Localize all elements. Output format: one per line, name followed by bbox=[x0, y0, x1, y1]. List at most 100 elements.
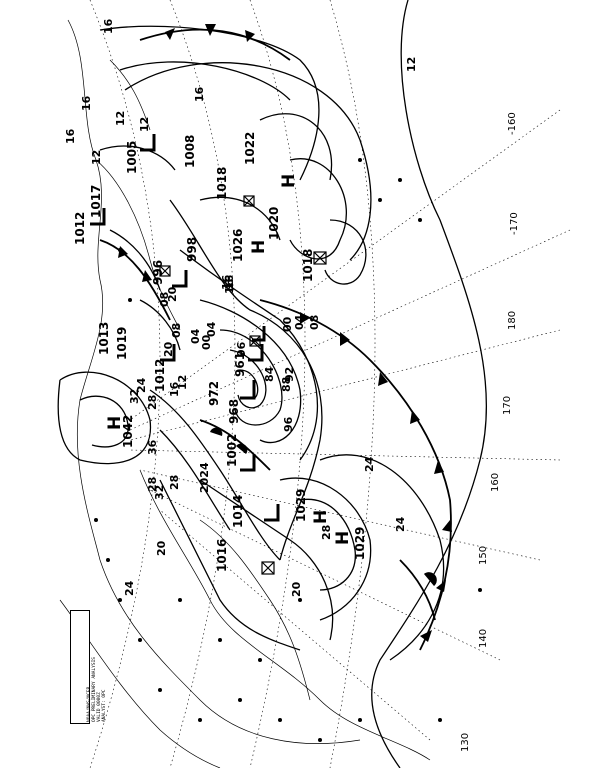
isobar-label: 16 bbox=[102, 18, 115, 34]
lon-label: -170 bbox=[509, 212, 520, 235]
isobar-label: 08 bbox=[170, 323, 183, 338]
low-value: 961 bbox=[233, 352, 247, 377]
isobar-label: 16 bbox=[80, 95, 93, 111]
high-symbol: H bbox=[249, 240, 269, 254]
high-value: 1042 bbox=[121, 415, 135, 448]
low-center: 1013 bbox=[97, 322, 111, 355]
high-symbol: H bbox=[311, 510, 331, 524]
low-value: 1012 bbox=[73, 212, 87, 245]
low-value: 1018 bbox=[215, 167, 229, 200]
high-center: H 1020 bbox=[267, 174, 299, 240]
high-value: 1029 bbox=[353, 527, 367, 560]
center-x-icons bbox=[159, 195, 327, 575]
low-value: 1012 bbox=[153, 359, 167, 392]
high-center: H 1029 bbox=[333, 527, 367, 560]
isobar-label: 00 bbox=[281, 316, 294, 332]
legend-text: NOAA/NWS/NCEP OPC PRELIMINARY ANALYSIS V… bbox=[87, 610, 107, 722]
station-plots bbox=[94, 158, 482, 742]
low-center: 1018 bbox=[215, 167, 229, 200]
high-value: 1022 bbox=[243, 132, 257, 165]
low-value: 1002 bbox=[225, 434, 239, 467]
cold-front bbox=[99, 24, 452, 651]
legend-line: ANALYST: OPC bbox=[102, 689, 107, 722]
high-center: 1022 bbox=[243, 132, 257, 165]
isobar-label: 04 bbox=[293, 314, 306, 330]
isobar-label: 12 bbox=[405, 57, 418, 72]
isobar-label: 28 bbox=[146, 395, 159, 410]
high-center: H 1042 bbox=[105, 415, 135, 448]
isobar-label: 28 bbox=[320, 525, 333, 540]
isobar-label: 04 bbox=[205, 321, 218, 337]
low-center: 961 bbox=[233, 352, 247, 377]
low-value: 1005 bbox=[125, 141, 139, 174]
isobar-label: 20 bbox=[162, 341, 175, 357]
isobar-label: 16 bbox=[223, 278, 236, 294]
low-value: 1013 bbox=[97, 322, 111, 355]
low-center: 1019 bbox=[115, 327, 129, 360]
isobar-label: 28 bbox=[146, 477, 159, 492]
isobar-label: 12 bbox=[114, 111, 127, 126]
low-center: 1014 bbox=[231, 495, 245, 528]
high-symbol: H bbox=[279, 174, 299, 188]
low-value: 1017 bbox=[89, 185, 103, 218]
isobar-label: 96 bbox=[235, 341, 248, 357]
isobar-label: 20 bbox=[290, 581, 303, 597]
isobar-labels: 16 16 16 16 12 12 12 12 16 08 04 04 00 9… bbox=[64, 18, 418, 597]
low-symbol-icons bbox=[90, 134, 280, 522]
lon-label: -160 bbox=[507, 112, 518, 135]
high-value: 1029 bbox=[294, 489, 308, 522]
isobar-label: 88 bbox=[280, 377, 293, 392]
isobar-label: 16 bbox=[193, 86, 206, 102]
low-value: 1018 bbox=[301, 249, 315, 282]
high-center: H 1026 bbox=[231, 229, 269, 262]
isobar-label: 24 bbox=[363, 456, 376, 472]
isobar-label: 20 bbox=[166, 286, 179, 302]
isobars bbox=[57, 0, 488, 768]
lon-label: 150 bbox=[478, 546, 489, 565]
low-center: 1018 bbox=[301, 249, 315, 282]
lon-label: 180 bbox=[507, 311, 518, 330]
isobar-label: 04 bbox=[189, 328, 202, 344]
coastlines bbox=[59, 19, 431, 768]
isobar-label: 32 bbox=[153, 485, 166, 500]
legend-box: NOAA/NWS/NCEP OPC PRELIMINARY ANALYSIS V… bbox=[70, 610, 107, 724]
graticule bbox=[89, 0, 571, 768]
low-center: 968 bbox=[227, 399, 241, 424]
isobar-label: 24 bbox=[123, 580, 136, 596]
low-value: 1019 bbox=[115, 327, 129, 360]
low-value: 1016 bbox=[215, 539, 229, 572]
isobar-label: 12 bbox=[176, 375, 189, 390]
isobar-label: 08 bbox=[158, 292, 171, 307]
isobar-label: 24 bbox=[135, 377, 148, 393]
lon-label: 130 bbox=[460, 733, 471, 752]
low-value: 1014 bbox=[231, 495, 245, 528]
isobar-label: 32 bbox=[128, 389, 141, 404]
isobar-label: 00 bbox=[200, 334, 213, 350]
lon-label: 140 bbox=[478, 629, 489, 648]
high-value: 1026 bbox=[231, 229, 245, 262]
low-center: 998 bbox=[185, 237, 199, 262]
low-value: 1008 bbox=[183, 135, 197, 168]
longitude-labels: -160 -170 180 170 160 150 140 130 bbox=[460, 112, 520, 752]
low-center: 1008 bbox=[183, 135, 197, 168]
high-center: H 1029 bbox=[294, 489, 331, 524]
isobar-label: 20 bbox=[155, 540, 168, 556]
isobar-label: 84 bbox=[263, 366, 276, 382]
lon-label: 170 bbox=[502, 396, 513, 415]
low-value: 972 bbox=[207, 381, 221, 406]
low-center: 1005 bbox=[125, 141, 139, 174]
isobar-label: 96 bbox=[282, 416, 295, 432]
isobar-label: 24 bbox=[394, 516, 407, 532]
high-value: 1020 bbox=[267, 207, 281, 240]
isobar-label: 16 bbox=[64, 128, 77, 144]
low-center: 1012 bbox=[153, 359, 167, 392]
low-center: 1016 bbox=[215, 539, 229, 572]
isobar-label: 28 bbox=[168, 475, 181, 490]
isobar-label: 16 bbox=[220, 274, 233, 290]
isobar-label: 12 bbox=[138, 117, 151, 132]
isobar-label: 16 bbox=[168, 381, 181, 397]
isobar-label: 2024 bbox=[198, 462, 211, 493]
low-center: 1002 bbox=[225, 434, 239, 467]
isobar-label: 36 bbox=[146, 439, 159, 455]
